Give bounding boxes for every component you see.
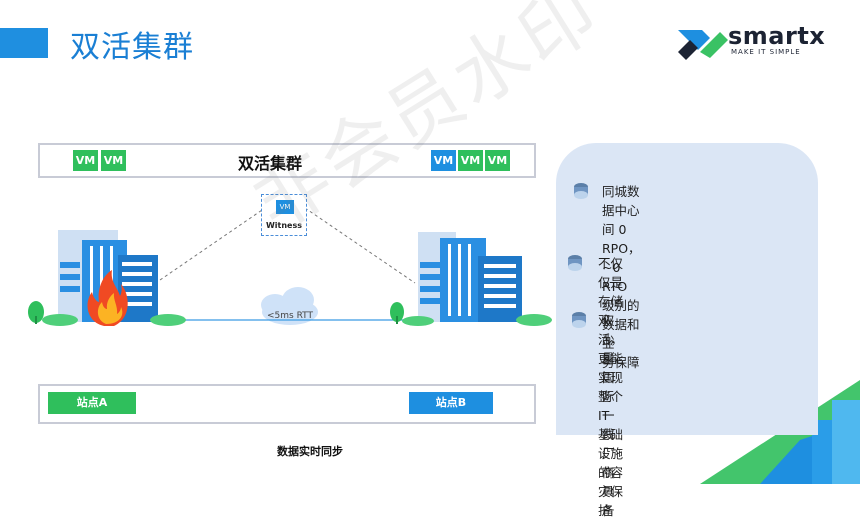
info-panel (556, 143, 818, 435)
vm-chip-right-2: VM (458, 150, 483, 171)
vm-chip-right-1: VM (431, 150, 456, 171)
title-accent-bar (0, 28, 48, 58)
building-right-icon (390, 232, 552, 326)
logo-wordmark: smartx (728, 22, 826, 50)
witness-link-right (304, 207, 416, 284)
bullet-3-line-1: 仅少量国际一线厂商具备 (602, 313, 615, 518)
site-a-label: 站点A (48, 392, 136, 414)
vm-chip-left-1: VM (73, 150, 98, 171)
witness-link-left (159, 207, 266, 281)
site-b-label: 站点B (409, 392, 493, 414)
database-icon (568, 255, 582, 271)
bullet-1-line-3: 务保障 (602, 355, 640, 370)
database-icon (574, 183, 588, 199)
vm-chip-right-3: VM (485, 150, 510, 171)
smartx-logo (678, 30, 728, 60)
bullet-2-line-1: 不仅仅是存储双活，更能实现 (598, 256, 624, 385)
logo-mark-icon (678, 30, 728, 60)
fire-icon (87, 270, 128, 326)
slide-title: 双活集群 (70, 30, 194, 65)
cloud-icon (261, 287, 318, 325)
sync-caption: 数据实时同步 (277, 445, 343, 458)
vm-chip-left-2: VM (101, 150, 126, 171)
bullet-1-line-1: 同城数据中心间 0 RPO， (602, 184, 641, 256)
cluster-label: 双活集群 (237, 154, 302, 173)
witness-vm-chip: VM (276, 200, 294, 214)
logo-tagline: MAKE IT SIMPLE (731, 48, 801, 56)
rtt-label: <5ms RTT (266, 311, 314, 321)
bullet-1-line-2: ~0 RTO 级别的数据和业 (602, 260, 640, 351)
database-icon (572, 312, 586, 328)
witness-label: Witness (265, 221, 303, 230)
